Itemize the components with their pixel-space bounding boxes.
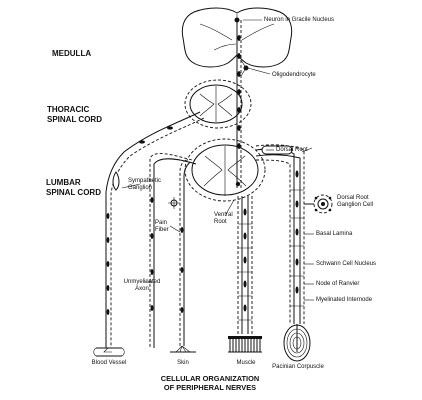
label-sympathetic-line2: Ganglion: [128, 185, 153, 191]
target-muscle: [228, 336, 262, 353]
lumbar-cord-section: [184, 138, 266, 202]
motor-axon: [237, 196, 253, 334]
target-pacinian-corpuscle: [283, 324, 311, 362]
thoracic-cord-section: [184, 79, 252, 129]
label-sympathetic-line1: Sympathetic: [128, 178, 162, 184]
label-pain-fiber-line2: Fiber: [155, 227, 169, 233]
pain-fiber: [168, 159, 191, 346]
label-pacinian-corpuscle: Pacinian Corpuscle: [272, 364, 324, 370]
sympathetic-fiber: [105, 111, 205, 348]
label-myelinated-internode: Myelinated Internode: [316, 297, 373, 303]
dorsal-root-ganglion-cell: [304, 194, 333, 214]
region-lumbar-line1: LUMBAR: [46, 178, 81, 187]
label-ventral-root-line2: Root: [214, 219, 227, 225]
label-basal-lamina: Basal Lamina: [316, 231, 353, 237]
label-schwann-cell-nucleus: Schwann Cell Nucleus: [316, 261, 377, 267]
label-drg-line2: Ganglion Cell: [337, 202, 374, 208]
label-oligodendrocyte: Oligodendrocyte: [272, 72, 316, 78]
region-thoracic-line2: SPINAL CORD: [47, 115, 102, 124]
label-neuron-gracile: Neuron in Gracile Nucleus: [264, 17, 335, 23]
label-node-of-ranvier: Node of Ranvier: [316, 281, 360, 287]
label-unmyelinated-line2: Axon: [135, 286, 149, 292]
label-drg-line1: Dorsal Root: [337, 195, 369, 201]
label-unmyelinated-line1: Unmyelinated: [123, 279, 161, 285]
sensory-axon: [255, 144, 314, 324]
label-muscle: Muscle: [236, 360, 256, 366]
figure-title-line1: CELLULAR ORGANIZATION: [160, 374, 260, 383]
label-dorsal-root: Dorsal Root: [276, 147, 308, 153]
leader-lines: [225, 19, 274, 215]
label-blood-vessel: Blood Vessel: [91, 360, 127, 366]
label-ventral-root-line1: Ventral: [214, 212, 233, 218]
ascending-axon: [234, 17, 271, 188]
target-blood-vessel: [93, 347, 125, 357]
figure-title: CELLULAR ORGANIZATION OF PERIPHERAL NERV…: [150, 374, 270, 392]
target-skin: [170, 345, 196, 353]
region-thoracic-line1: THORACIC: [47, 105, 90, 114]
label-skin: Skin: [177, 360, 189, 366]
figure-title-line2: OF PERIPHERAL NERVES: [163, 383, 257, 392]
label-pain-fiber-line1: Pain: [155, 220, 168, 226]
region-lumbar-line2: SPINAL CORD: [46, 188, 101, 197]
region-medulla: MEDULLA: [52, 49, 92, 58]
